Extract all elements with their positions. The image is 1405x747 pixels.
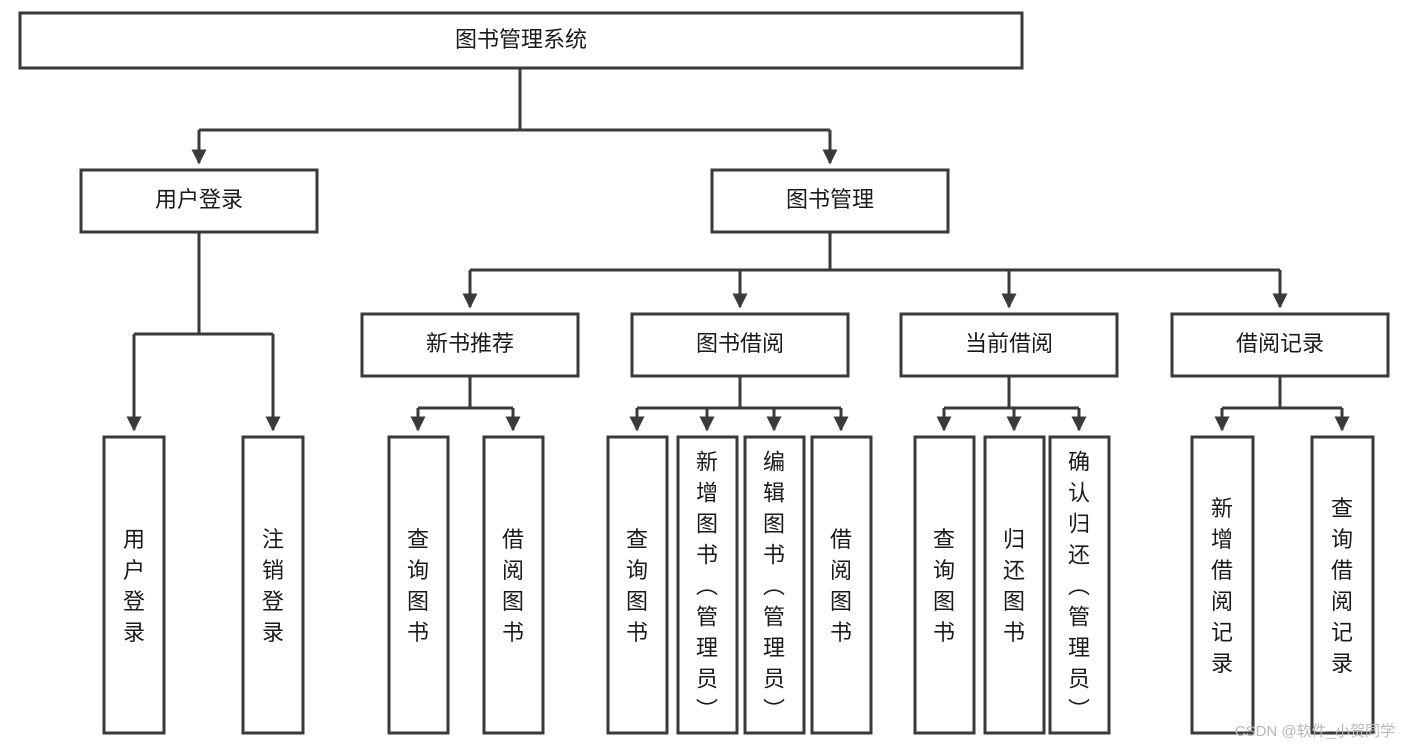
node-borrow-record[interactable]: 借阅记录	[1170, 312, 1390, 378]
node-current-borrow[interactable]: 当前借阅	[899, 312, 1119, 378]
leaf-box[interactable]	[1310, 435, 1375, 735]
leaf-box[interactable]	[482, 435, 545, 735]
leaf-box[interactable]	[743, 435, 806, 735]
connector-group-book-borrow	[629, 376, 849, 432]
leaf-label: 借阅图书	[502, 527, 524, 645]
connector-group-book-manage	[462, 232, 1288, 309]
leaf-box[interactable]	[387, 435, 450, 735]
leaf-label: 归还图书	[1003, 527, 1025, 645]
connector-group-borrow-record	[1214, 376, 1350, 432]
leaf-label: 查询借阅记录	[1331, 496, 1353, 676]
node-borrow-record-box[interactable]	[1170, 312, 1390, 378]
leaf-book-borrow-3[interactable]: 编辑图书︵管理员︶	[743, 435, 806, 735]
node-book-borrow[interactable]: 图书借阅	[630, 312, 850, 378]
leaf-box[interactable]	[102, 435, 166, 735]
connector-group-user-login	[126, 232, 281, 432]
leaf-borrow-record-1[interactable]: 新增借阅记录	[1190, 435, 1255, 735]
node-book-manage-box[interactable]	[710, 168, 950, 234]
leaf-borrow-record-2[interactable]: 查询借阅记录	[1310, 435, 1375, 735]
leaf-box[interactable]	[606, 435, 669, 735]
leaf-label: 用户登录	[123, 527, 145, 645]
node-root[interactable]: 图书管理系统	[18, 11, 1024, 70]
node-new-book[interactable]: 新书推荐	[360, 312, 580, 378]
leaf-box[interactable]	[676, 435, 739, 735]
leaf-label: 新增图书︵管理员︶	[696, 450, 718, 723]
connector-group-current-borrow	[936, 376, 1087, 432]
node-root-label: 图书管理系统	[455, 27, 587, 52]
leaf-user-login-1[interactable]: 用户登录	[102, 435, 166, 735]
leaf-box[interactable]	[1048, 435, 1111, 735]
leaf-label: 确认归还︵管理员︶	[1068, 450, 1090, 723]
leaf-new-book-2[interactable]: 借阅图书	[482, 435, 545, 735]
node-book-borrow-label: 图书借阅	[696, 331, 784, 356]
leaf-current-borrow-1[interactable]: 查询图书	[913, 435, 976, 735]
leaf-current-borrow-2[interactable]: 归还图书	[983, 435, 1046, 735]
leaf-box[interactable]	[810, 435, 873, 735]
leaf-box[interactable]	[1190, 435, 1255, 735]
node-user-login[interactable]: 用户登录	[79, 168, 319, 234]
node-book-manage[interactable]: 图书管理	[710, 168, 950, 234]
connector-group-new-book	[410, 376, 521, 432]
leaf-box[interactable]	[241, 435, 305, 735]
leaf-label: 查询图书	[626, 527, 648, 645]
node-book-borrow-box[interactable]	[630, 312, 850, 378]
leaf-current-borrow-3[interactable]: 确认归还︵管理员︶	[1048, 435, 1111, 735]
leaf-box[interactable]	[983, 435, 1046, 735]
node-current-borrow-label: 当前借阅	[965, 331, 1053, 356]
leaf-label: 借阅图书	[830, 527, 852, 645]
node-user-login-box[interactable]	[79, 168, 319, 234]
leaf-book-borrow-4[interactable]: 借阅图书	[810, 435, 873, 735]
node-root-box[interactable]	[18, 11, 1024, 70]
leaf-label: 编辑图书︵管理员︶	[763, 450, 785, 723]
leaf-new-book-1[interactable]: 查询图书	[387, 435, 450, 735]
leaf-user-login-2[interactable]: 注销登录	[241, 435, 305, 735]
leaf-box[interactable]	[913, 435, 976, 735]
leaf-label: 查询图书	[933, 527, 955, 645]
leaf-label: 注销登录	[262, 527, 284, 645]
leaf-book-borrow-2[interactable]: 新增图书︵管理员︶	[676, 435, 739, 735]
leaf-label: 新增借阅记录	[1211, 496, 1233, 676]
node-new-book-box[interactable]	[360, 312, 580, 378]
connector-group-root	[191, 68, 838, 165]
leaf-label: 查询图书	[407, 527, 429, 645]
node-current-borrow-box[interactable]	[899, 312, 1119, 378]
node-book-manage-label: 图书管理	[786, 187, 874, 212]
node-new-book-label: 新书推荐	[426, 331, 514, 356]
leaf-book-borrow-1[interactable]: 查询图书	[606, 435, 669, 735]
node-borrow-record-label: 借阅记录	[1236, 331, 1324, 356]
node-user-login-label: 用户登录	[155, 187, 243, 212]
